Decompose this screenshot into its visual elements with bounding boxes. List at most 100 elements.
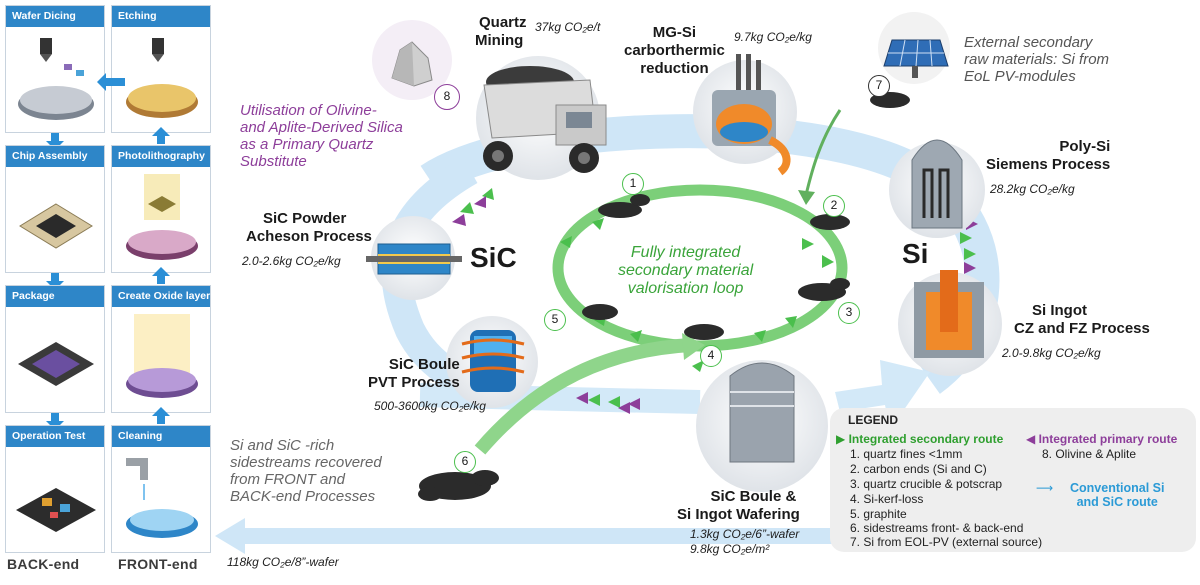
marker-3: 3 (838, 302, 860, 324)
sidestreams-text: Si and SiC -rich sidestreams recovered f… (230, 437, 382, 505)
legend-item-6: 6. sidestreams front- & back-end (850, 521, 1024, 535)
title-line: Mining (475, 32, 524, 49)
polysi-title: Poly-Si Siemens Process (986, 138, 1111, 174)
title-line: MG-Si (652, 24, 697, 41)
text-line: External secondary (964, 34, 1093, 51)
title-line: Si Ingot Wafering (677, 506, 800, 523)
text-line: BACK-end Processes (230, 488, 376, 505)
text-line: Conventional Si (1070, 481, 1165, 495)
text-line: Si and SiC -rich (230, 437, 335, 454)
panel-create-oxide-layer: Create Oxide layer (111, 285, 211, 413)
legend-secondary-route: ▶ Integrated secondary route (836, 432, 1003, 446)
legend-primary-route: ◀ Integrated primary route (1026, 432, 1177, 446)
panel-label: Operation Test (6, 426, 104, 447)
wafering-value-1: 1.3kg CO₂e/6”-wafer (690, 527, 800, 541)
si-ingot-value: 2.0-9.8kg CO₂e/kg (1002, 346, 1101, 360)
text-line: Utilisation of Olivine- (240, 102, 377, 119)
text-line: Substitute (240, 153, 307, 170)
panel-wafer-dicing: Wafer Dicing (5, 5, 105, 133)
panel-cleaning: Cleaning (111, 425, 211, 553)
title-line: SiC Boule (388, 356, 460, 373)
legend-item-3: 3. quartz crucible & potscrap (850, 477, 1003, 491)
pvt-crucible-icon (461, 330, 525, 392)
legend-item-8: 8. Olivine & Aplite (1042, 447, 1137, 461)
bottom-wafer-value: 118kg CO₂e/8”-wafer (227, 555, 339, 569)
wafering-value-2: 9.8kg CO₂e/m² (690, 542, 770, 556)
sidestream-green-arrowhead (682, 333, 705, 360)
flow-arrow (46, 133, 64, 150)
text-line: secondary material (618, 262, 754, 279)
photolithography-icon (126, 174, 198, 260)
panel-label: Etching (112, 6, 210, 27)
polysi-value: 28.2kg CO₂e/kg (990, 182, 1075, 196)
text-line: as a Primary Quartz (240, 136, 374, 153)
text-line: and Aplite-Derived Silica (240, 119, 403, 136)
furnace-icon (712, 54, 791, 176)
title-line: Quartz (479, 14, 527, 31)
text-line: raw materials: Si from (964, 51, 1110, 68)
cz-puller-icon (914, 270, 984, 358)
text-line: and SiC route (1076, 495, 1158, 509)
marker-7: 7 (868, 75, 890, 97)
purple-triangle-icon: ◀ (1026, 432, 1036, 446)
operation-test-icon (16, 488, 96, 532)
legend-item-7: 7. Si from EOL-PV (external source) (850, 535, 1043, 549)
solar-panel-icon (883, 39, 949, 78)
green-triangle-icon: ▶ (836, 432, 846, 446)
legend-item-4: 4. Si-kerf-loss (850, 492, 924, 506)
package-icon (18, 342, 94, 386)
text-line: EoL PV-modules (964, 68, 1076, 85)
front-end-label: FRONT-end (118, 556, 198, 572)
title-line: Acheson Process (246, 228, 372, 245)
legend-item-1: 1. quartz fines <1mm (850, 447, 963, 461)
panel-label: Photolithography (112, 146, 210, 167)
chip-assembly-icon (19, 203, 93, 249)
si-label: Si (902, 238, 929, 269)
olivine-text: Utilisation of Olivine- and Aplite-Deriv… (240, 102, 403, 170)
back-end-label: BACK-end (7, 556, 80, 572)
wafering-title: SiC Boule & Si Ingot Wafering (677, 488, 800, 524)
title-line: PVT Process (368, 374, 460, 391)
panel-photolithography: Photolithography (111, 145, 211, 273)
bottom-wafer-arrow (419, 383, 701, 414)
title-line: carborthermic (624, 42, 725, 59)
panel-chip-assembly: Chip Assembly (5, 145, 105, 273)
text-line: valorisation loop (627, 280, 744, 297)
acheson-furnace-icon (366, 243, 462, 275)
title-line: reduction (640, 60, 709, 77)
sic-powder-title: SiC Powder Acheson Process (246, 210, 372, 246)
flow-arrow (152, 267, 170, 284)
ingot-icon (729, 362, 795, 463)
legend-item-2: 2. carbon ends (Si and C) (850, 462, 987, 476)
legend-item-5: 5. graphite (850, 507, 907, 521)
text-line: Fully integrated (630, 244, 741, 261)
flow-arrow (46, 273, 64, 290)
mgsi-value: 9.7kg CO₂e/kg (734, 30, 812, 44)
oxide-layer-icon (126, 314, 198, 398)
etching-icon (126, 38, 198, 118)
legend-primary-text: Integrated primary route (1038, 432, 1178, 446)
external-materials-text: External secondary raw materials: Si fro… (964, 34, 1109, 85)
title-line: Poly-Si (1059, 138, 1111, 155)
title-line: SiC Powder (263, 210, 347, 227)
panel-operation-test: Operation Test (5, 425, 105, 553)
sic-boule-value: 500-3600kg CO₂e/kg (374, 399, 486, 413)
quartz-value: 37kg CO₂e/t (535, 20, 601, 34)
etching-to-dicing-arrow (97, 73, 125, 91)
sic-label: SiC (470, 242, 517, 273)
purple-flow-ticks (452, 196, 978, 414)
quartz-title: Quartz Mining (475, 14, 527, 50)
flow-arrow (152, 127, 170, 144)
marker-8: 8 (434, 84, 460, 110)
mining-truck-icon (483, 66, 607, 173)
panel-label: Chip Assembly (6, 146, 104, 167)
panel-etching: Etching (111, 5, 211, 133)
eol-pv-arrow (804, 109, 842, 196)
sic-boule-title: SiC Boule PVT Process (368, 356, 460, 392)
legend-conventional-route: Conventional Si and SiC route (1070, 481, 1164, 509)
panel-label: Create Oxide layer (112, 286, 210, 307)
legend-secondary-text: Integrated secondary route (848, 432, 1004, 446)
cleaning-icon (126, 458, 198, 538)
sidestream-green-arrow (474, 338, 691, 455)
